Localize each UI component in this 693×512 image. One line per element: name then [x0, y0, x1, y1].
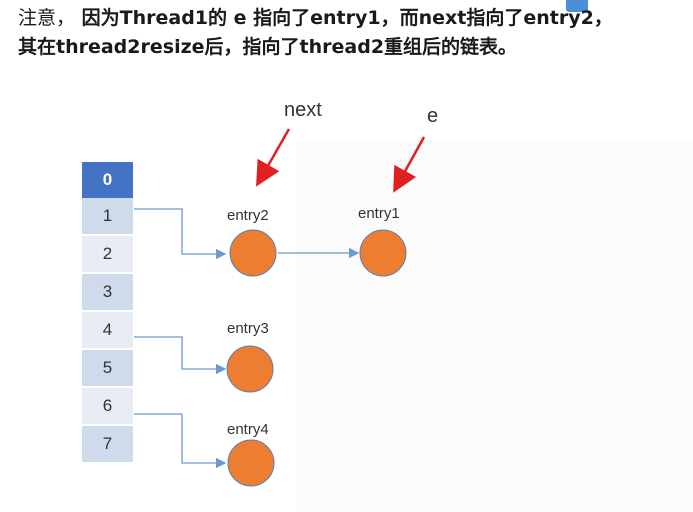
e-pointer-arrow — [393, 136, 426, 193]
bucket-4: 4 — [82, 312, 133, 348]
entry1-label: entry1 — [358, 205, 400, 222]
entry2-label: entry2 — [227, 207, 269, 224]
link-bucket1-entry2 — [134, 208, 227, 260]
bucket-3: 3 — [82, 274, 133, 310]
caption-line1-rest: 因为Thread1的 e 指向了entry1，而next指向了entry2， — [81, 7, 613, 29]
bucket-0: 0 — [82, 162, 133, 198]
bucket-1: 1 — [82, 198, 133, 234]
e-pointer-label: e — [427, 105, 439, 127]
bucket-6: 6 — [82, 388, 133, 424]
bucket-7: 7 — [82, 426, 133, 462]
caption-line-1: 注意， 因为Thread1的 e 指向了entry1，而next指向了entry… — [18, 4, 688, 33]
toolbar-icon[interactable] — [566, 0, 588, 12]
bucket-5: 5 — [82, 350, 133, 386]
next-pointer-arrow — [256, 128, 291, 187]
link-bucket6-entry4 — [134, 413, 227, 469]
entry3-node — [226, 345, 274, 393]
entry1-node — [359, 229, 407, 277]
caption-prefix: 注意， — [18, 7, 76, 29]
next-pointer-label: next — [284, 99, 322, 121]
bucket-2: 2 — [82, 236, 133, 272]
link-bucket4-entry3 — [134, 336, 227, 375]
entry4-node — [227, 439, 275, 487]
entry4-label: entry4 — [227, 421, 269, 438]
entry3-label: entry3 — [227, 320, 269, 337]
entry2-node — [229, 229, 277, 277]
caption-line-2: 其在thread2resize后，指向了thread2重组后的链表。 — [18, 36, 518, 58]
diagram-background — [296, 140, 693, 512]
caption-text: 注意， 因为Thread1的 e 指向了entry1，而next指向了entry… — [18, 4, 688, 62]
